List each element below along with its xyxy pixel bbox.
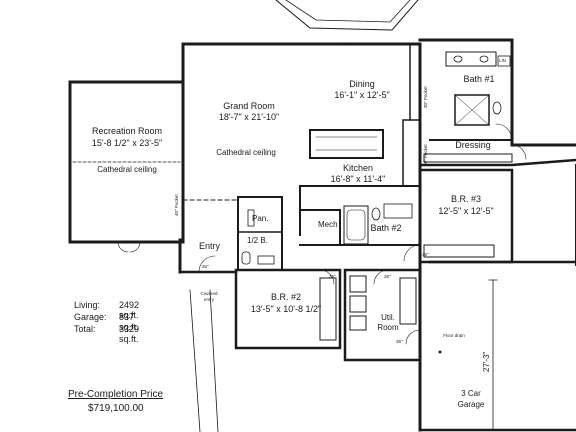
bath1-toilet [492, 101, 502, 115]
stat-label: Living: [74, 300, 101, 310]
bath1-shower [454, 94, 490, 126]
walkway [189, 289, 219, 432]
grand-room-name: Grand Room [223, 101, 275, 111]
dining-dims: 16'-1" x 12'-5" [334, 90, 390, 100]
recreation-room-ceiling: Cathedral ceiling [97, 165, 157, 174]
mech-walls [299, 209, 421, 246]
half-bath-sink [257, 255, 275, 265]
bath1-name: Bath #1 [463, 74, 495, 84]
door-bath2 [403, 244, 421, 262]
door-br2 [319, 269, 335, 285]
kitchen-name: Kitchen [342, 163, 374, 173]
door-mark-entry: 36" [202, 264, 209, 269]
exterior-wall-main [181, 42, 422, 432]
floor-drain-mark [438, 350, 442, 354]
br3-walls [418, 168, 514, 264]
pocket-30-label-b: 30" Pocket [423, 144, 428, 166]
door-util [373, 269, 389, 285]
dryer [349, 295, 367, 313]
price-value: $719,100.00 [88, 403, 144, 414]
door-mark-util: 36" [384, 274, 391, 279]
pantry-name: Pan. [252, 214, 269, 223]
roof-line-inner [285, 0, 411, 23]
recreation-room-dims: 15'-8 1/2" x 23'-5" [91, 138, 163, 148]
bath1-linen [497, 55, 511, 67]
grand-room-dims: 18'-7" x 21'-10" [218, 112, 280, 122]
mech-name: Mech [318, 220, 338, 229]
dressing-closet [423, 153, 513, 163]
bath1-sink-right [479, 55, 489, 63]
half-bath-name: 1/2 B. [247, 236, 268, 245]
util-walls [343, 268, 422, 362]
recreation-room-name: Recreation Room [91, 126, 163, 136]
door-mark-hall: 36" [422, 252, 429, 257]
stat-label: Garage: [74, 312, 107, 322]
grand-room-ceiling: Cathedral ceiling [216, 148, 276, 157]
br2-dims: 13'-5" x 10'-8 1/2" [250, 304, 322, 314]
bath2-toilet [371, 207, 381, 221]
garage-name: 3 Car Garage [457, 389, 485, 409]
pocket-30-label-a: 30" Pocket [423, 86, 428, 108]
roof-line [275, 0, 419, 31]
br2-name: B.R. #2 [270, 292, 302, 302]
br3-closet [423, 244, 495, 258]
island-detail [315, 136, 378, 151]
door-util-garage [405, 329, 421, 345]
bath1-vanity [445, 51, 497, 67]
kitchen-dims: 16'-8" x 11'-4" [330, 174, 386, 184]
bath2-name: Bath #2 [370, 223, 402, 233]
covered-entry-label: Covered entry [200, 291, 218, 302]
util-cabinet [399, 277, 417, 325]
stat-value: 2492 sq.ft. [119, 300, 140, 320]
pocket-40-label: 40" Pocket [174, 194, 179, 216]
door-bath1 [495, 123, 513, 141]
kitchen-island [309, 129, 384, 159]
bath1-sink-left [453, 55, 463, 63]
stat-label: Total: [74, 324, 96, 334]
washer [349, 275, 367, 293]
door-rec-left [117, 241, 141, 253]
price-heading: Pre-Completion Price [68, 389, 164, 400]
pantry-walls [237, 196, 283, 271]
stat-value: 837 sq.ft. [119, 312, 139, 332]
exterior-wall-dressing [418, 158, 576, 167]
bath2-tub [343, 205, 369, 245]
util-room-name: Util. Room [377, 313, 399, 333]
br3-dims: 12'-5" x 12'-5" [438, 206, 494, 216]
linen-mark: LIN [499, 58, 507, 63]
entry-name: Entry [199, 241, 221, 251]
door-dressing [511, 144, 527, 160]
dressing-name: Dressing [455, 140, 491, 150]
floor-drain-label: Floor drain [443, 333, 465, 338]
garage-walls [418, 260, 576, 432]
util-sink [349, 315, 367, 331]
dining-name: Dining [349, 79, 375, 89]
bath1-shower-x [454, 94, 490, 126]
kitchen-counter-right [402, 119, 421, 187]
garage-depth-dim: 27'-3" [482, 351, 491, 372]
br3-name: B.R. #3 [450, 194, 482, 204]
exterior-wall-top-right [418, 38, 576, 147]
half-bath-toilet [241, 251, 251, 265]
door-entry [198, 255, 216, 273]
br2-closet [319, 277, 337, 341]
pantry-shelf [247, 209, 255, 227]
br2-walls [234, 268, 342, 350]
bath2-vanity [383, 203, 413, 219]
garage-dim-ticks [488, 279, 498, 431]
bath2-tub-inner [346, 209, 366, 241]
stat-value: 3329 sq.ft. [119, 324, 140, 344]
door-mark-garage: 36" [396, 339, 403, 344]
door-mark-br2: 36" [329, 274, 336, 279]
price-block: Pre-Completion Price $719,100.00 [68, 389, 163, 414]
